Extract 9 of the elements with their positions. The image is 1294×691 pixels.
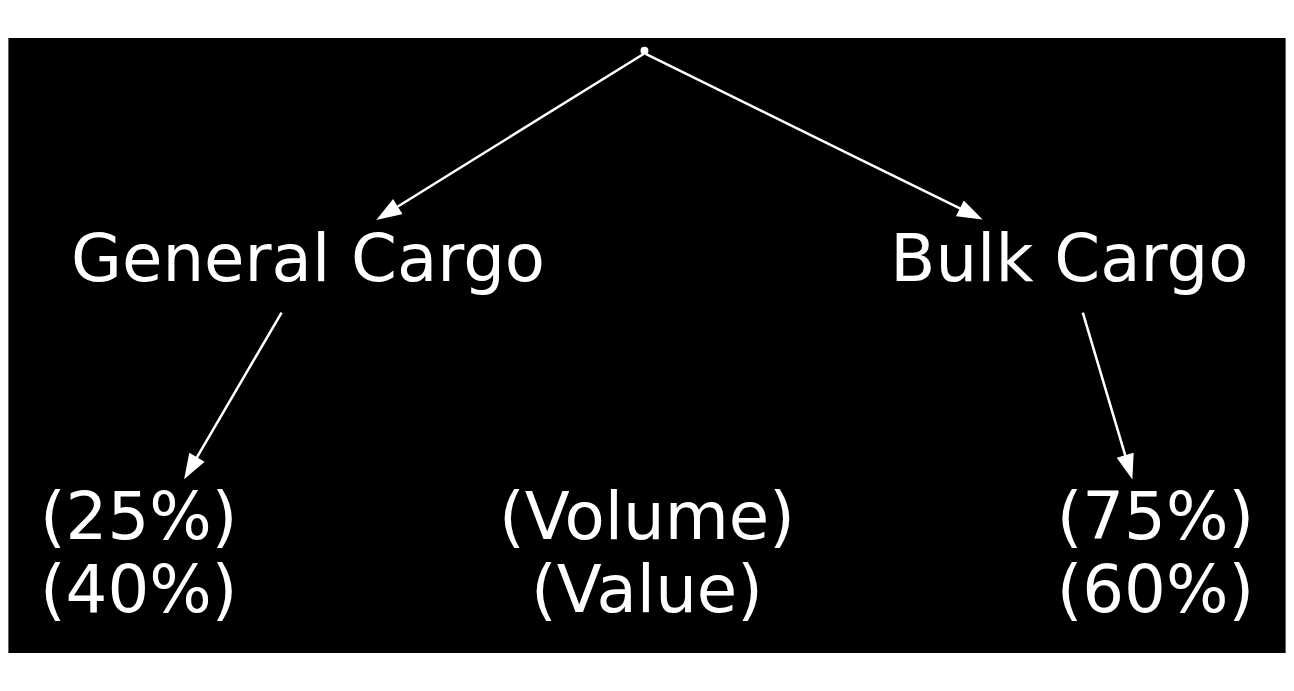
node-text: Bulk Cargo (890, 219, 1249, 297)
arrow (376, 52, 645, 220)
node-text: (75%) (60%) (1056, 477, 1255, 629)
arrow (184, 311, 283, 480)
node-point (640, 46, 649, 55)
arrow (645, 52, 983, 220)
arrow (1081, 312, 1134, 480)
node-text: (25%) (40%) (39, 477, 238, 629)
node-text: General Cargo (71, 219, 546, 297)
